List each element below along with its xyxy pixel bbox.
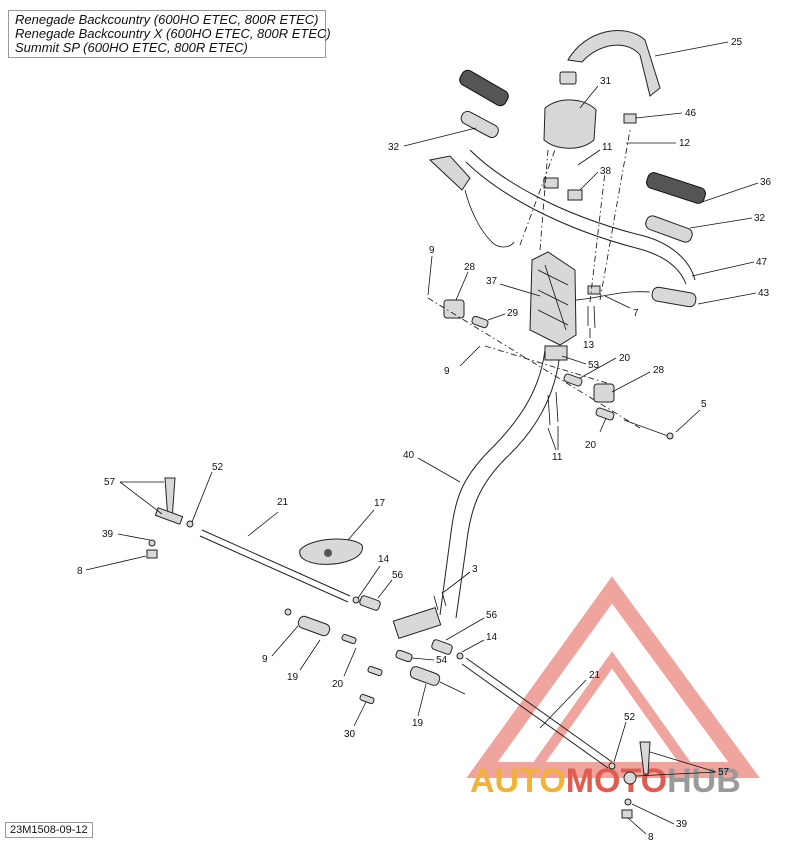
callout-37: 37: [486, 276, 498, 287]
part-29-bushing: [471, 315, 489, 329]
part-32-grip-left-sleeve: [460, 110, 499, 138]
callout-57-right: 57: [718, 767, 730, 778]
part-47-handlebar: [465, 149, 696, 285]
callout-17: 17: [374, 498, 386, 509]
part-43-grip-end: [651, 286, 697, 308]
callout-5: 5: [701, 399, 707, 410]
callout-7: 7: [633, 308, 639, 319]
callout-38: 38: [600, 166, 612, 177]
callout-56-left: 56: [392, 570, 404, 581]
callout-39-right: 39: [676, 819, 688, 830]
callout-21-left: 21: [277, 497, 289, 508]
callout-40: 40: [403, 450, 415, 461]
part-14-nut-left: [352, 596, 360, 604]
model-title-line-2: Renegade Backcountry X (600HO ETEC, 800R…: [15, 26, 331, 41]
callout-14-left: 14: [378, 554, 390, 565]
callout-14-right: 14: [486, 632, 498, 643]
part-46-clip: [623, 113, 637, 124]
part-32-grip-sleeve: [645, 215, 693, 243]
callout-53: 53: [588, 360, 600, 371]
model-title-line-3: Summit SP (600HO ETEC, 800R ETEC): [15, 40, 248, 55]
part-56-ball-joint-right: [431, 639, 453, 655]
callout-8-left: 8: [77, 566, 83, 577]
part-54-spacer: [395, 649, 413, 663]
part-grip-left: [459, 69, 509, 107]
callout-29: 29: [507, 308, 519, 319]
callout-20-upper: 20: [619, 353, 631, 364]
part-19-lever-left: [297, 615, 331, 637]
callout-8-right: 8: [648, 832, 654, 843]
part-56-ball-joint-left: [359, 595, 381, 611]
callout-19-right: 19: [412, 718, 424, 729]
part-20-spacer-lower: [595, 407, 615, 421]
callout-52-left: 52: [212, 462, 224, 473]
callout-47: 47: [756, 257, 768, 268]
part-57-ball-joint-right: [639, 741, 651, 775]
model-title-box: Renegade Backcountry (600HO ETEC, 800R E…: [8, 10, 331, 58]
callout-20-lower: 20: [585, 440, 597, 451]
part-20-spacer-upper: [563, 373, 583, 387]
callout-9-upper: 9: [429, 245, 435, 256]
callout-25: 25: [731, 37, 743, 48]
callout-36: 36: [760, 177, 772, 188]
part-28-bracket-lower: [593, 383, 615, 403]
callout-57-left: 57: [104, 477, 116, 488]
callout-21-right: 21: [589, 670, 601, 681]
callout-54: 54: [436, 655, 448, 666]
callout-39-left: 39: [102, 529, 114, 540]
part-36-grip: [646, 172, 706, 204]
part-7-cable: [575, 291, 651, 301]
callout-11-lower: 11: [552, 452, 563, 463]
part-40-steering-column: [439, 349, 561, 619]
callout-12: 12: [679, 138, 691, 149]
callout-56-right: 56: [486, 610, 498, 621]
watermark-text: AUTOMOTOHUB: [470, 762, 741, 800]
part-19-lever-right: [409, 666, 441, 686]
callout-30: 30: [344, 729, 356, 740]
part-52-nut-left: [186, 520, 194, 528]
callout-11-upper: 11: [602, 142, 613, 153]
callout-13: 13: [583, 340, 595, 351]
callout-9-mid: 9: [444, 366, 450, 377]
figure-code-label: 23M1508-09-12: [5, 822, 93, 838]
callout-32-left: 32: [388, 142, 400, 153]
callout-19-left: 19: [287, 672, 299, 683]
callout-46: 46: [685, 108, 697, 119]
callout-43: 43: [758, 288, 770, 299]
part-53-block: [544, 345, 568, 361]
callout-52-right: 52: [624, 712, 636, 723]
callout-28-upper: 28: [464, 262, 476, 273]
part-31-pad: [543, 99, 597, 149]
callout-28-lower: 28: [653, 365, 665, 376]
part-52-nut-right: [608, 762, 616, 770]
part-21-tie-rod-right: [461, 657, 613, 769]
part-brake-lever: [428, 155, 471, 191]
part-25-handguard: [567, 29, 661, 97]
part-28-bracket-upper: [443, 299, 465, 319]
part-14-nut-right: [456, 652, 464, 660]
part-38-clamp-left: [543, 177, 559, 189]
model-title-line-1: Renegade Backcountry (600HO ETEC, 800R E…: [15, 12, 319, 27]
part-31-clip: [559, 71, 577, 85]
callout-3: 3: [472, 564, 478, 575]
part-21-tie-rod-left: [199, 529, 351, 603]
part-38-clamp-right: [567, 189, 583, 201]
part-37-riser: [529, 251, 577, 346]
callout-9-lower: 9: [262, 654, 268, 665]
callout-32-right: 32: [754, 213, 766, 224]
callout-20-bottom: 20: [332, 679, 344, 690]
callout-31: 31: [600, 76, 612, 87]
